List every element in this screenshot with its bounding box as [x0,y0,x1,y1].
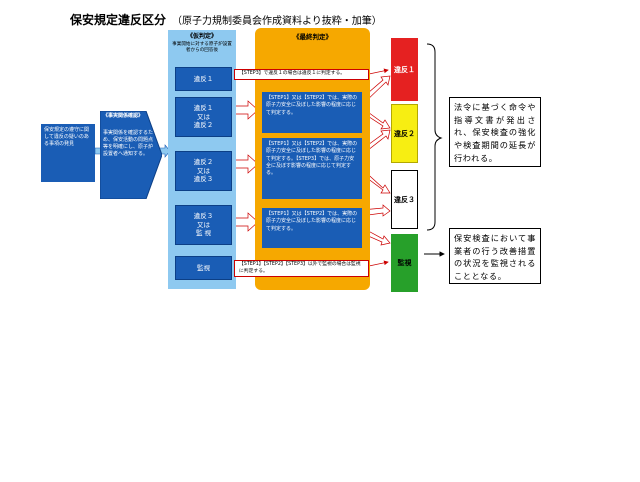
provisional-violation-3-or-monitor: 違反３ 又は 監 視 [175,205,232,245]
confirmation-arrow-shape [100,111,162,199]
result-violation-1: 違反１ [391,38,418,101]
confirmation-header: 《事実関係確認》 [103,113,144,119]
final-box-2: 【STEP1】又は【STEP2】では、実際の原子力安全に及ぼした影響の程度に応じ… [262,138,362,199]
confirmation-text: 《事実関係確認》 事実関係を確認するため、保安活動の問題点等を明確にし、原子炉設… [103,113,153,158]
result-violation-2: 違反２ [391,104,418,163]
final-box-3: 【STEP1】又は【STEP2】では、実際の原子力安全に及ぼした影響の程度に応じ… [262,208,362,248]
outcome-monitor-text: 保安検査において事業者の行う改善措置の状況を監視されることとなる。 [449,228,541,284]
page-title: 保安規定違反区分 [70,13,167,27]
provisional-label: 違反１ [193,104,214,113]
monitor-note: 【STEP1】【STEP2】【STEP3】以外で監視の場合は監視に判定する。 [234,260,369,277]
provisional-monitor: 監視 [175,256,232,280]
provisional-label: 監視 [197,263,210,272]
provisional-label: 又は [197,112,210,121]
provisional-label: 違反２ [193,121,214,130]
provisional-label: 違反２ [193,158,214,167]
provisional-violation-1-or-2: 違反１ 又は 違反２ [175,97,232,137]
start-box: 保安規定の遵守に関して違反の疑いのある事項の発見 [41,124,95,182]
provisional-label: 違反３ [193,212,214,221]
provisional-violation-1: 違反１ [175,67,232,91]
provisional-subtext: 事業開始に対する原子炉設置者からの回答後 [172,42,232,53]
step3-note: 【STEP3】で違反１の場合は違反１に判定する。 [234,69,369,80]
provisional-label: 監 視 [195,229,212,238]
provisional-violation-2-or-3: 違反２ 又は 違反３ [175,151,232,191]
result-violation-3: 違反３ [391,170,418,229]
result-monitor: 監視 [391,234,418,292]
provisional-header: 《仮判定》 [186,33,217,40]
outcome-violation-text: 法令に基づく命令や指導文書が発出され、保安検査の強化や検査期間の延長が行われる。 [449,97,541,167]
final-box-1: 【STEP1】又は【STEP2】では、実際の原子力安全に及ぼした影響の程度に応じ… [262,92,362,133]
page-subtitle: （原子力規制委員会作成資料より抜粋・加筆） [172,16,382,27]
confirmation-description: 事実関係を確認するため、保安活動の問題点等を明確にし、原子炉設置者へ通知する。 [103,130,154,157]
provisional-label: 又は [197,220,210,229]
provisional-label: 違反３ [193,175,214,184]
final-header: 《最終判定》 [293,33,332,41]
provisional-label: 又は [197,166,210,175]
provisional-label: 違反１ [193,74,214,83]
